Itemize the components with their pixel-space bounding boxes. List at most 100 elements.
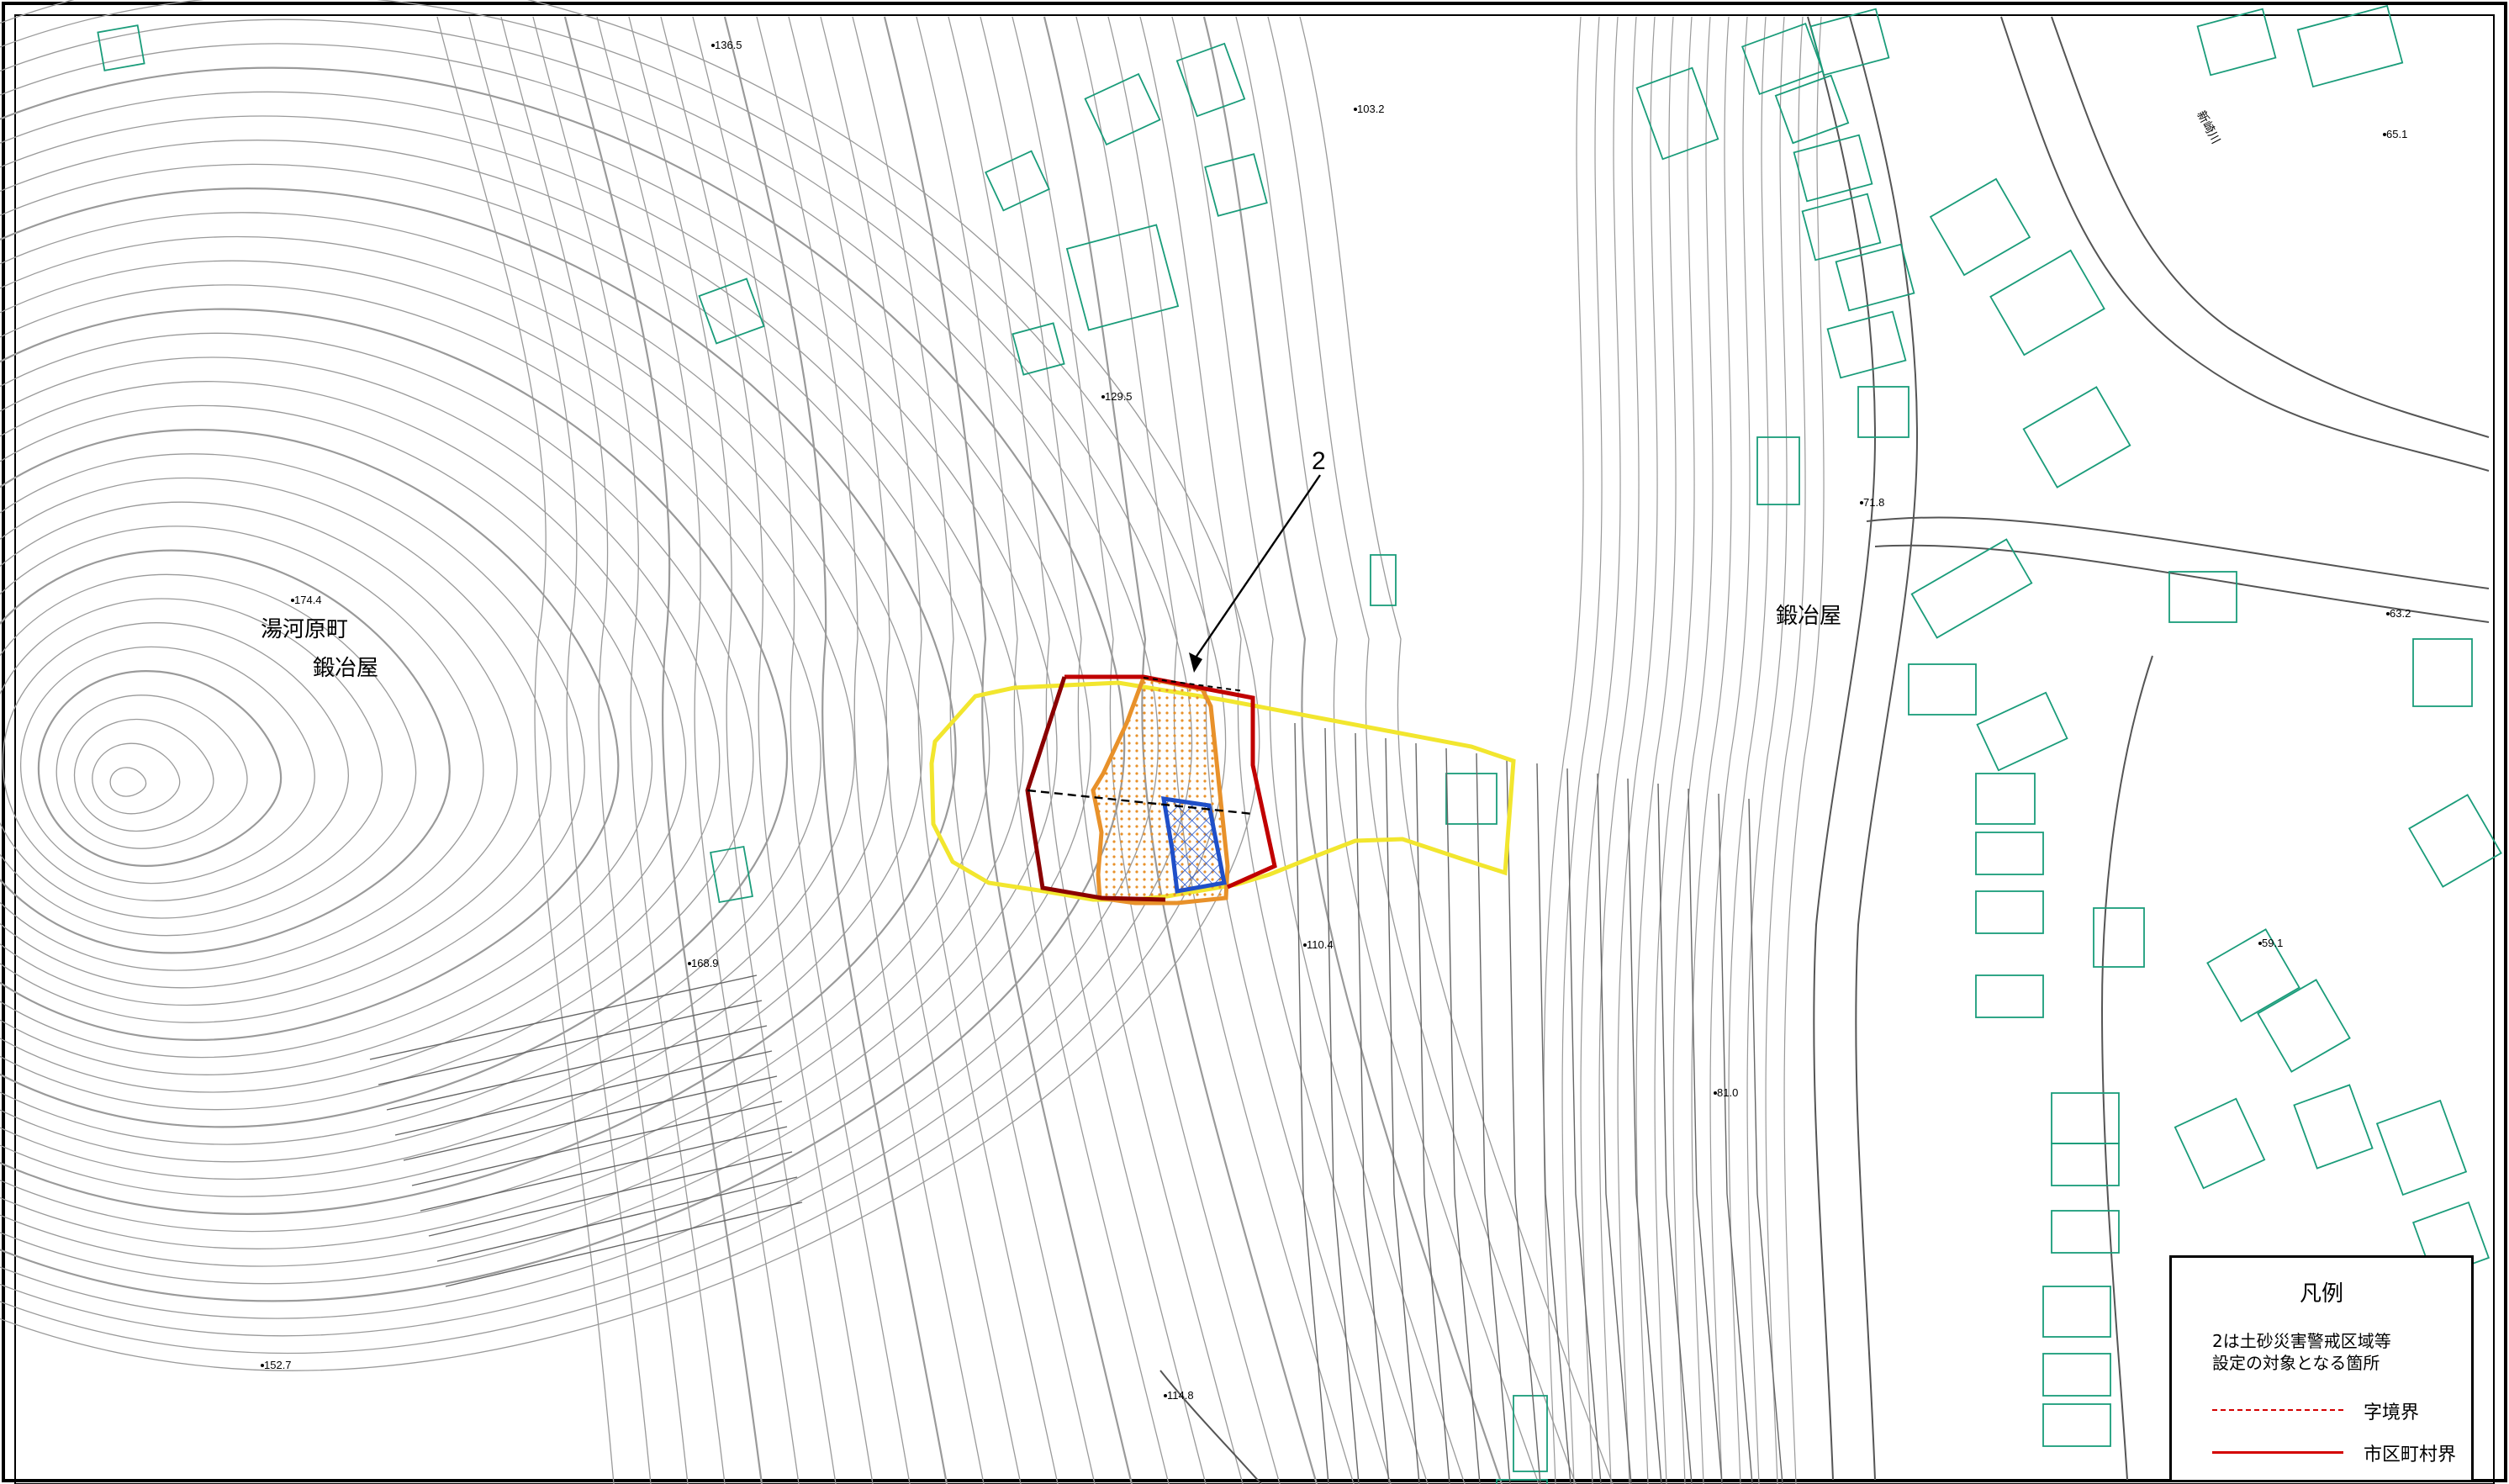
contour-line (436, 16, 615, 1484)
contour-line (0, 598, 383, 919)
terrace-parcel-line (1476, 753, 1511, 1484)
contour-line (1107, 16, 1392, 1484)
spot-height-label: 152.7 (264, 1359, 292, 1371)
spot-height-dot (1303, 943, 1307, 947)
building-footprint (2408, 794, 2502, 888)
spot-height-label: 114.8 (1167, 1389, 1194, 1402)
terrace-parcel-line (1657, 783, 1693, 1484)
legend-title: 凡例 (2299, 1281, 2343, 1307)
spot-height-label: 168.9 (691, 957, 719, 969)
contour-line (820, 16, 1059, 1484)
building-footprint (1175, 42, 1246, 118)
contour-line (1543, 16, 1584, 1484)
building-footprint (1929, 177, 2031, 277)
building-footprint (1989, 249, 2105, 356)
road-south-east (2100, 655, 2153, 1481)
building-footprint (1065, 224, 1180, 331)
contour-line (916, 16, 1170, 1484)
contour-line (1728, 16, 1769, 1484)
map-inner-frame (14, 14, 2495, 1484)
building-footprint (2051, 1092, 2120, 1144)
contour-line (596, 16, 800, 1484)
terrace-parcel-line (394, 1050, 773, 1136)
building-footprint (1774, 74, 1850, 145)
spot-height-dot (291, 599, 294, 602)
contour-line (1672, 16, 1714, 1484)
terrace-parcel-line (378, 1000, 763, 1085)
terrace-parcel-line (428, 1151, 793, 1237)
contour-line (788, 16, 1022, 1484)
spot-height-dot (2383, 133, 2386, 136)
contour-line (1709, 16, 1751, 1484)
terrace-parcel-line (1718, 793, 1753, 1484)
building-footprint (1975, 890, 2044, 934)
spot-height-dot (1860, 501, 1863, 504)
spot-height-dot (688, 962, 691, 965)
terrace-parcel-line (1385, 737, 1420, 1484)
contour-line (0, 501, 518, 989)
contour-line (756, 16, 985, 1484)
building-footprint (1445, 773, 1497, 825)
district-boundary-dashed (1027, 789, 1254, 816)
contour-line (628, 16, 837, 1484)
contour-line (1598, 16, 1640, 1484)
road-east-branch (1866, 516, 2490, 589)
building-footprint (2022, 386, 2131, 489)
terrace-parcel-line (1536, 763, 1571, 1484)
legend-description: 2は土砂災害警戒区域等 設定の対象となる箇所 (2212, 1330, 2464, 1374)
contour-line (1561, 16, 1603, 1484)
hazard-zone-2 (929, 674, 1516, 906)
contour-line (1043, 16, 1318, 1484)
legend-item-label: 字境界 (2364, 1402, 2420, 1423)
legend-item-label: 市区町村界 (2364, 1444, 2457, 1466)
contour-line (563, 16, 763, 1484)
spot-height-dot (1714, 1091, 1717, 1095)
contour-line (883, 16, 1133, 1484)
contour-line (73, 718, 214, 832)
building-footprint (2257, 979, 2351, 1073)
building-footprint (2293, 1084, 2374, 1170)
building-footprint (1204, 153, 1268, 217)
building-footprint (2042, 1403, 2111, 1447)
caution-area-outline (929, 680, 1516, 902)
spot-height-dot (1101, 395, 1105, 399)
terrace-parcel-line (445, 1201, 803, 1287)
contour-line (0, 0, 1260, 1371)
spot-height-label: 136.5 (715, 39, 742, 51)
terrace-parcel-line (1597, 773, 1632, 1484)
contour-line (19, 646, 315, 885)
terrace-parcel-line (1445, 747, 1481, 1484)
contour-line (0, 66, 1126, 1302)
contour-line (0, 573, 417, 937)
contour-line (0, 332, 754, 1111)
spot-height-dot (2386, 612, 2390, 615)
building-footprint (1975, 773, 2036, 825)
terrace-parcel-line (1566, 768, 1602, 1484)
spot-height-label: 129.5 (1105, 390, 1133, 403)
legend-box: 凡例 2は土砂災害警戒区域等 設定の対象となる箇所 字境界 市区町村界 (2169, 1255, 2474, 1482)
contour-line (1783, 16, 1825, 1484)
terrace-parcel-line (1627, 778, 1662, 1484)
contour-line (1617, 16, 1658, 1484)
contour-line (1691, 16, 1732, 1484)
contour-line (0, 404, 653, 1059)
spot-height-dot (1164, 1394, 1167, 1397)
terrace-parcel-line (420, 1126, 788, 1212)
building-footprint (698, 277, 765, 345)
contour-line (948, 16, 1207, 1484)
contour-line (1299, 16, 1614, 1484)
terrace-parcel-line (1415, 742, 1450, 1484)
building-footprint (2206, 928, 2300, 1022)
contour-line (468, 16, 652, 1484)
road-south-spur (1159, 1370, 1262, 1484)
contour-line (0, 284, 821, 1145)
terrace-parcel-line (369, 974, 758, 1060)
legend-item-district-boundary: 字境界 (2212, 1397, 2464, 1423)
building-footprint (2093, 907, 2145, 968)
contour-line (1202, 16, 1503, 1484)
contour-line (0, 308, 789, 1128)
building-footprint (1740, 22, 1825, 96)
top-dashed-edge (1143, 677, 1245, 692)
contour-line (500, 16, 689, 1484)
